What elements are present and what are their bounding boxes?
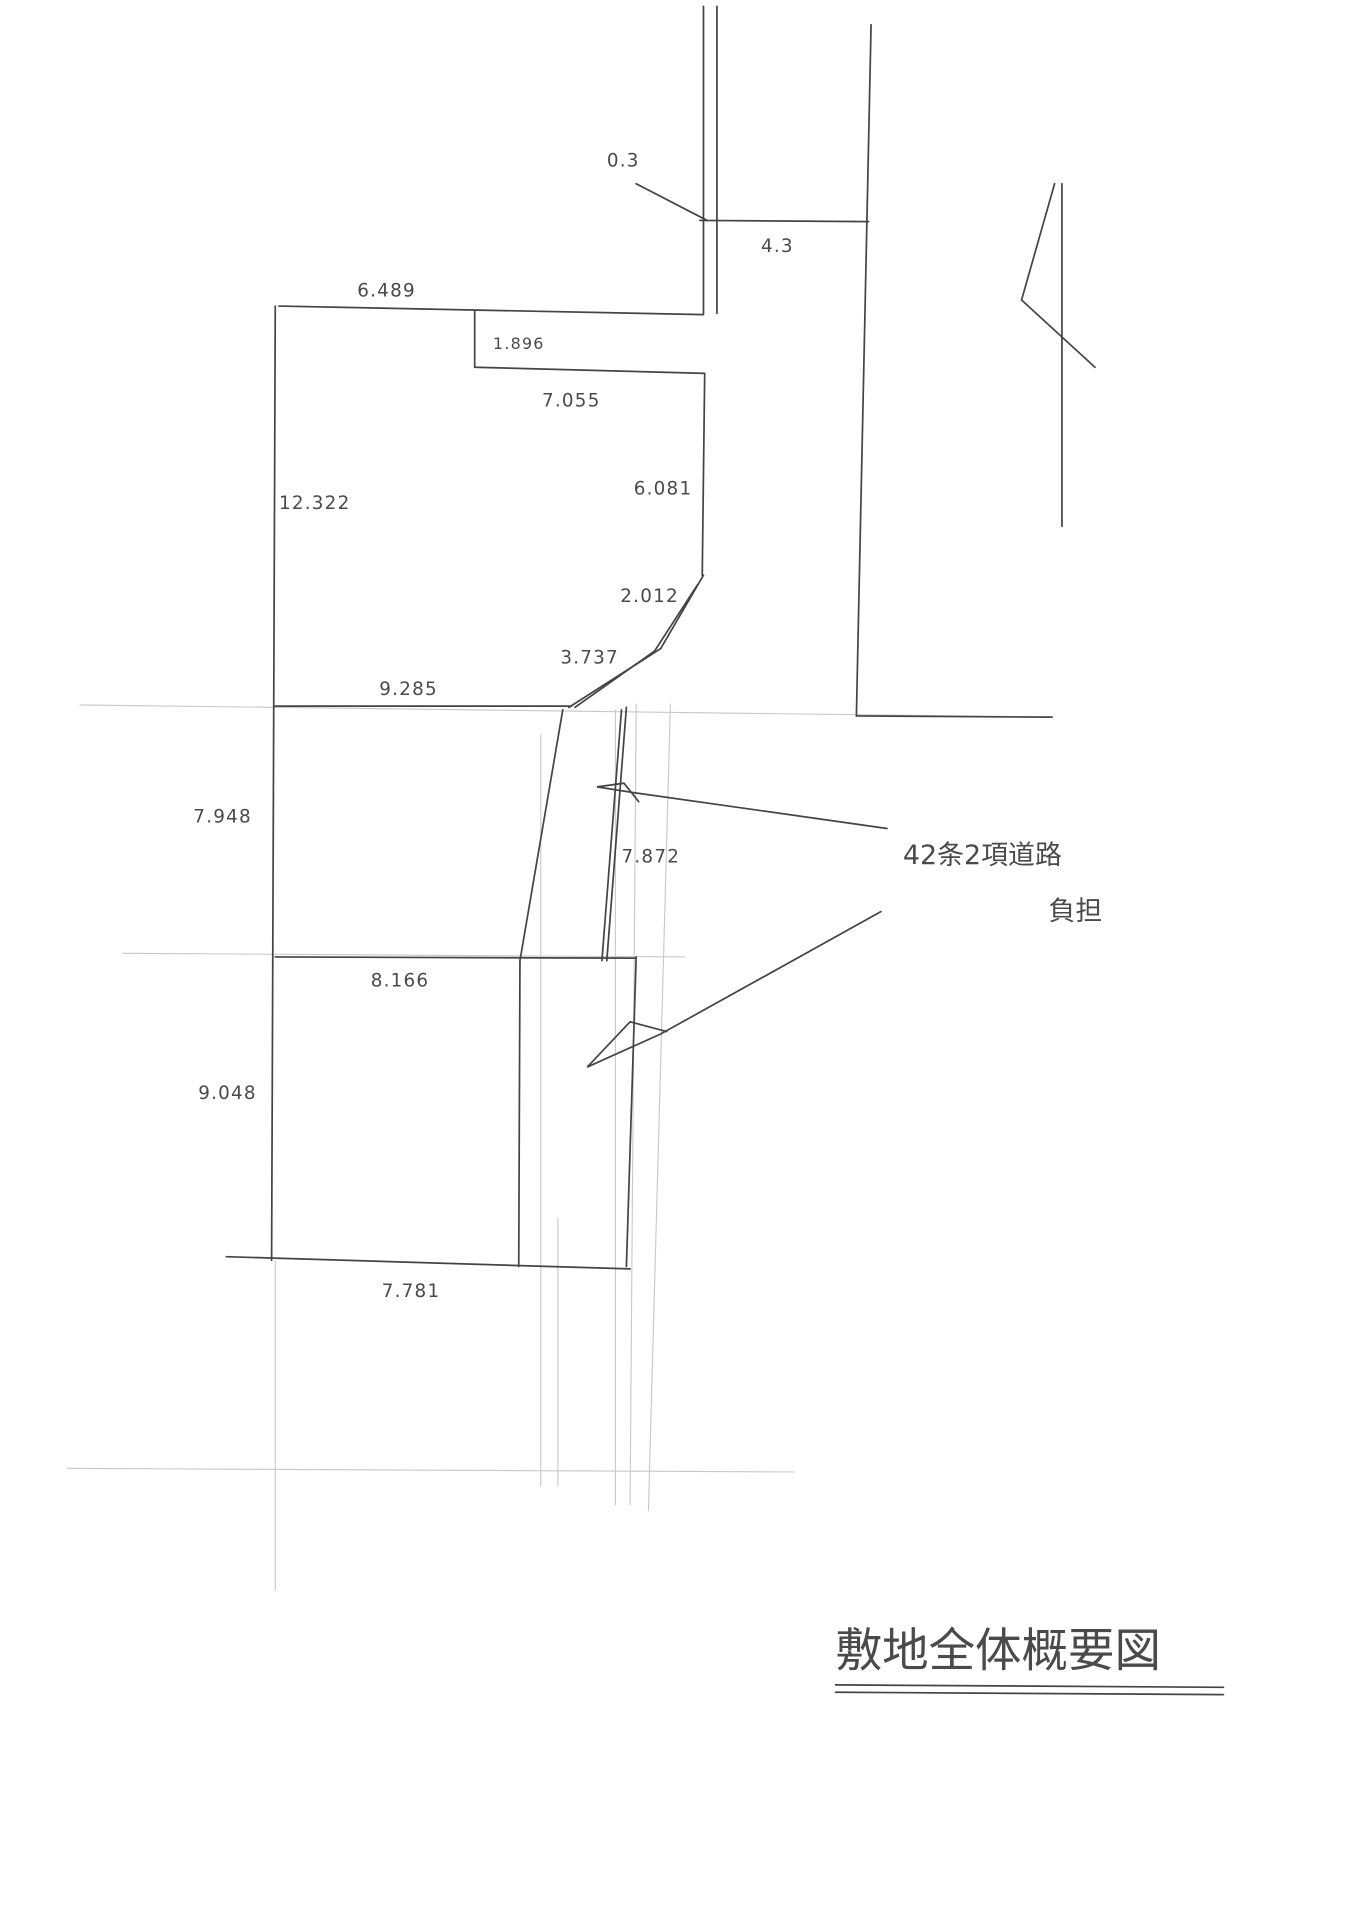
dim-6-489: 6.489 (357, 280, 416, 301)
dim-7-872: 7.872 (621, 847, 680, 868)
dim-8-166: 8.166 (371, 970, 430, 991)
dim-2-012: 2.012 (620, 586, 679, 607)
title-underline (834, 1691, 1225, 1696)
dim-3-737: 3.737 (560, 647, 619, 668)
dim-1-896: 1.896 (493, 334, 545, 353)
dim-7-781: 7.781 (382, 1281, 441, 1302)
dim-6-081: 6.081 (634, 478, 693, 499)
construction-lines (67, 703, 1053, 1591)
road-note-line2: 負担 (1048, 896, 1102, 927)
title-underline (834, 1684, 1225, 1689)
road-note-line1: 42条2項道路 (903, 840, 1062, 871)
dimension-labels: 0.3 4.3 6.489 1.896 7.055 12.322 6.081 2… (193, 151, 794, 1302)
site-boundary (225, 5, 1054, 1270)
dim-9-285: 9.285 (379, 679, 438, 700)
dim-4-3: 4.3 (761, 236, 794, 257)
dim-7-055: 7.055 (542, 390, 601, 411)
dim-0-3: 0.3 (607, 151, 640, 172)
dim-12-322: 12.322 (279, 493, 351, 514)
dim-7-948: 7.948 (193, 806, 252, 827)
dim-9-048: 9.048 (198, 1083, 257, 1104)
north-arrow-icon (1020, 182, 1096, 528)
drawing-title: 敷地全体概要図 (836, 1624, 1161, 1678)
